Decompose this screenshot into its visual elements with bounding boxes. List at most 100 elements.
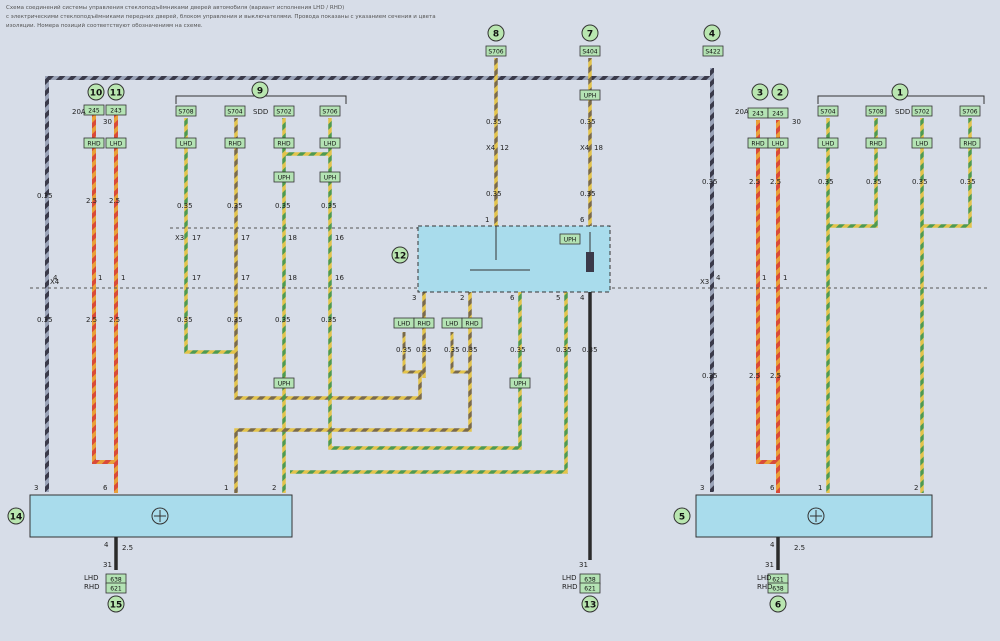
right-wires — [756, 118, 972, 493]
gauge-16: 0.35 — [227, 316, 243, 324]
wire-tag-label: 638 — [772, 586, 784, 593]
gauge-28: 2.5 — [770, 178, 781, 186]
callout-label: 11 — [110, 89, 123, 99]
wire-tag-t-b2-638: 638 — [579, 573, 601, 585]
wire-tag-t-rrhd3: RHD — [959, 137, 981, 149]
callout-label: 8 — [493, 30, 499, 40]
pin-r1a: 1 — [762, 274, 766, 282]
label-sdd-right: SDD — [895, 108, 910, 116]
motor-icon-right — [807, 507, 825, 525]
callout-label: 2 — [777, 89, 783, 99]
wire-tag-label: 638 — [584, 577, 596, 584]
gauge-22: 0.35 — [462, 346, 478, 354]
pin-l17c: 17 — [192, 274, 201, 282]
main-bus — [45, 68, 714, 492]
wire-tag-t-mrhd2: RHD — [461, 317, 483, 329]
wire-tag-t-ls702: S702 — [273, 105, 295, 117]
label-x4-a: X4 — [50, 278, 60, 286]
gauge-34: 2.5 — [749, 372, 760, 380]
wire-tag-t-ls706: S706 — [319, 105, 341, 117]
pin-m18: 18 — [594, 144, 603, 152]
wire-tag-t-l245: 245 — [83, 104, 105, 116]
label-31-c: 31 — [765, 561, 774, 569]
module-12[interactable] — [417, 225, 611, 293]
pin-m6b: 6 — [510, 294, 515, 302]
label-lhd-c: LHD — [757, 574, 772, 582]
pin-l18b: 18 — [288, 274, 297, 282]
motor-icon-left — [151, 507, 169, 525]
gauge-26: 0.35 — [702, 178, 718, 186]
pin-m5: 5 — [556, 294, 560, 302]
label-sdd-left: SDD — [253, 108, 268, 116]
gauge-20: 0.35 — [416, 346, 432, 354]
wire-tag-label: 245 — [88, 108, 100, 115]
callout-15: 15 — [107, 595, 125, 613]
callout-4: 4 — [703, 24, 721, 42]
label-20a-right: 20A — [735, 108, 749, 116]
wire-tag-t-rrhd1: RHD — [747, 137, 769, 149]
gauge-21: 0.35 — [444, 346, 460, 354]
pin-l16a: 16 — [335, 234, 344, 242]
wire-tag-t-mlhd1: LHD — [393, 317, 415, 329]
pin-m3: 3 — [412, 294, 416, 302]
callout-6: 6 — [769, 595, 787, 613]
callout-5: 5 — [673, 507, 691, 525]
wire-tag-t-llhd1: LHD — [105, 137, 127, 149]
gauge-14: 2.5 — [109, 316, 120, 324]
wire-tag-label: LHD — [446, 321, 459, 328]
gauge-12: 0.35 — [37, 316, 53, 324]
wire-tag-t-r243: 243 — [747, 107, 769, 119]
callout-label: 5 — [679, 513, 685, 523]
label-x3-b: X3 — [700, 278, 709, 286]
wire-tag-label: S706 — [322, 109, 337, 116]
wire-tag-t-rrhd2: RHD — [865, 137, 887, 149]
callout-label: 12 — [394, 252, 407, 262]
wire-tag-t-rlhd2: LHD — [817, 137, 839, 149]
wire-tag-label: LHD — [398, 321, 411, 328]
pin-b2b: 2 — [914, 484, 918, 492]
wire-tag-label: S708 — [868, 109, 883, 116]
wire-tag-t-m12uph: UPH — [559, 233, 581, 245]
gauge-29: 0.35 — [818, 178, 834, 186]
callout-13: 13 — [581, 595, 599, 613]
callout-11: 11 — [107, 83, 125, 101]
pin-b1a: 1 — [224, 484, 228, 492]
wire-tag-t-rs704: S704 — [817, 105, 839, 117]
callout-label: 13 — [584, 601, 597, 611]
wire-tag-t-uph1: UPH — [579, 89, 601, 101]
wire-tag-t-rs706: S706 — [959, 105, 981, 117]
callout-8: 8 — [487, 24, 505, 42]
wire-tag-label: UPH — [278, 175, 291, 182]
callout-label: 15 — [110, 601, 123, 611]
header-line-1: Схема соединений системы управления стек… — [6, 4, 344, 11]
wire-tag-t-r245: 245 — [767, 107, 789, 119]
pin-b6b: 6 — [770, 484, 775, 492]
gauge-11: 0.35 — [580, 190, 596, 198]
gauge-7: 0.35 — [321, 202, 337, 210]
wire-tag-t-llhd2: LHD — [175, 137, 197, 149]
label-rhd-b: RHD — [562, 583, 578, 591]
label-x4-c: X4 — [580, 144, 590, 152]
gauge-6: 0.35 — [275, 202, 291, 210]
gauge-3: 2.5 — [109, 197, 120, 205]
header-line-3: изоляции. Номера позиций соответствуют о… — [6, 22, 203, 29]
wire-tag-label: LHD — [324, 141, 337, 148]
callout-label: 9 — [257, 87, 263, 97]
pin-b2a: 2 — [272, 484, 276, 492]
wire-tag-t-luph3: UPH — [273, 377, 295, 389]
wire-tag-t-s706: S706 — [485, 45, 507, 57]
wire-tag-t-b1-621: 621 — [105, 582, 127, 594]
label-lhd-a: LHD — [84, 574, 99, 582]
callout-10: 10 — [87, 83, 105, 101]
wire-tag-label: 621 — [110, 586, 122, 593]
wire-tag-t-b2-621: 621 — [579, 582, 601, 594]
wire-tag-label: 243 — [752, 111, 764, 118]
pin-b3b: 3 — [700, 484, 704, 492]
pin-m2: 2 — [460, 294, 464, 302]
callout-12: 12 — [391, 246, 409, 264]
pin-b1b: 1 — [818, 484, 822, 492]
wire-tag-label: RHD — [869, 141, 883, 148]
pin-l1b: 1 — [121, 274, 125, 282]
callout-label: 3 — [757, 89, 763, 99]
